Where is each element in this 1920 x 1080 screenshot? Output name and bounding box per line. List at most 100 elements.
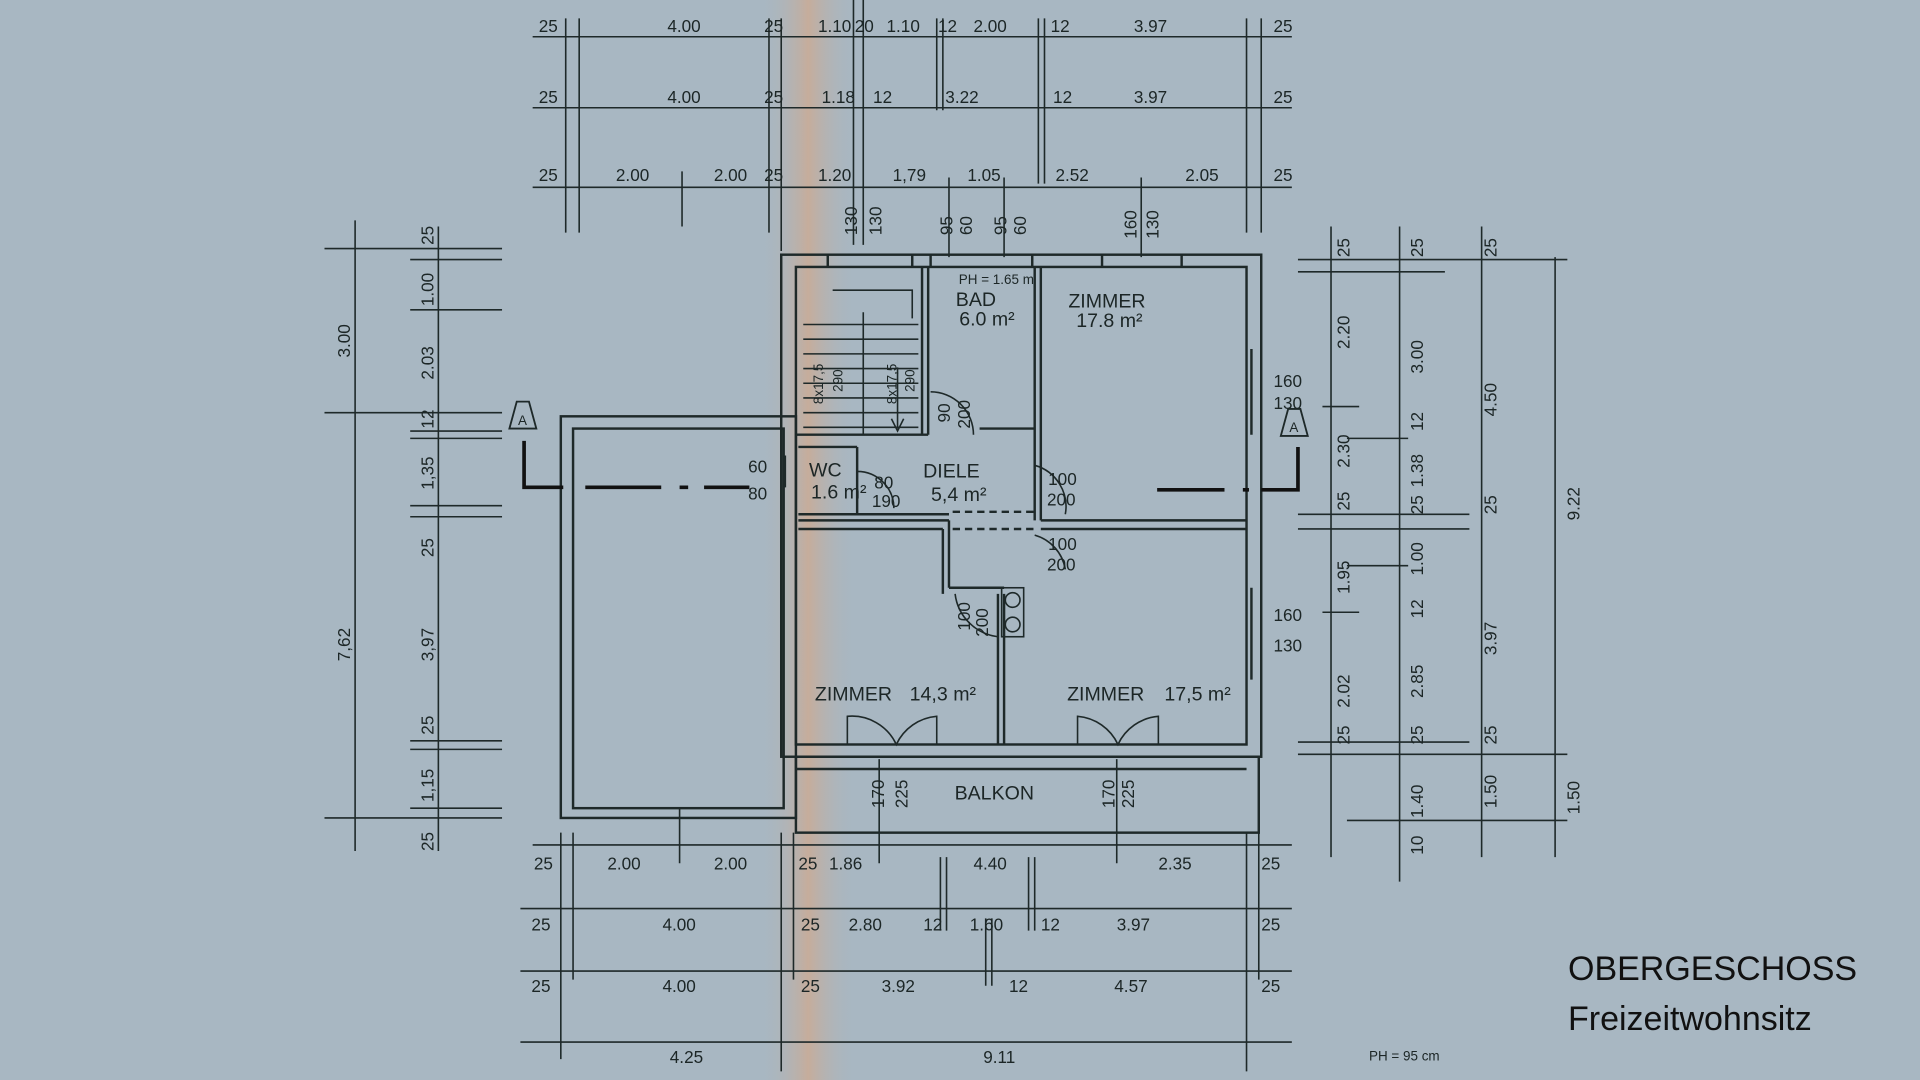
dimension-label: 3.00 <box>1407 340 1427 373</box>
dimension-label: 1.05 <box>967 165 1000 185</box>
opening-dimension-label: 225 <box>1118 780 1138 809</box>
dimension-label: 1.10 <box>887 16 920 36</box>
dimension-label: 2.85 <box>1407 665 1427 698</box>
opening-dimension-label: 90 <box>934 403 954 422</box>
opening-dimension-label: 130 <box>1273 393 1302 413</box>
dimension-label: 1.20 <box>818 165 851 185</box>
room-name: ZIMMER <box>815 683 892 705</box>
opening-dimension-label: 100 <box>1048 469 1077 489</box>
dimension-label: 25 <box>539 165 558 185</box>
dimension-label: 25 <box>1261 853 1280 873</box>
stairs <box>803 289 919 435</box>
dimension-label: 3.97 <box>1134 16 1167 36</box>
dimension-label: 9.11 <box>983 1047 1015 1067</box>
dimension-label: 1.60 <box>970 915 1003 935</box>
dimension-label: 25 <box>417 716 437 735</box>
opening-dimension-label: 170 <box>1098 780 1118 809</box>
walls <box>559 253 1263 834</box>
dimension-label: 12 <box>923 915 942 935</box>
dimension-lines <box>324 0 1568 1072</box>
opening-dimension-label: 225 <box>891 780 911 809</box>
dimension-label: 12 <box>938 16 957 36</box>
paper-stain <box>759 0 858 1080</box>
section-marker-label: A <box>1289 420 1298 435</box>
dimension-label: 2.00 <box>714 165 747 185</box>
dimension-label: 95 <box>937 216 957 235</box>
dimension-label: 2.35 <box>1158 853 1191 873</box>
dimension-label: 25 <box>531 915 550 935</box>
dimension-label: 25 <box>1273 87 1292 107</box>
dimension-label: 12 <box>1009 976 1028 996</box>
parapet-height-note: PH = 95 cm <box>1369 1048 1440 1063</box>
dimension-label: 4.00 <box>667 16 700 36</box>
dimension-label: 1.18 <box>822 87 855 107</box>
section-line <box>522 440 1300 492</box>
dimension-label: 1.50 <box>1480 775 1500 808</box>
parapet-height-note: PH = 1.65 m <box>959 272 1034 287</box>
dimension-label: 1.00 <box>417 273 437 306</box>
dimension-label: 25 <box>1480 725 1500 744</box>
dimension-label: 25 <box>539 16 558 36</box>
dimension-label: 25 <box>1480 238 1500 257</box>
dimension-label: 4.25 <box>670 1047 703 1067</box>
dimension-label: 12 <box>1407 599 1427 618</box>
dimension-label: 3.97 <box>1117 915 1150 935</box>
dimension-label: 3.92 <box>882 976 915 996</box>
dimension-label: 2.20 <box>1333 316 1353 349</box>
dimension-label: 2.80 <box>849 915 882 935</box>
room-name: BALKON <box>955 783 1034 805</box>
dimension-label: 3,97 <box>417 628 437 661</box>
dimension-label: 4.00 <box>662 976 695 996</box>
dimension-label: 1.95 <box>1333 561 1353 594</box>
dimension-label: 25 <box>801 915 820 935</box>
dimension-label: 1.38 <box>1407 454 1427 487</box>
dimension-label: 4.50 <box>1480 383 1500 416</box>
dimension-label: 1,79 <box>893 165 926 185</box>
opening-dimension-label: 290 <box>830 369 845 391</box>
opening-dimension-label: 160 <box>1273 605 1302 625</box>
dimension-label: 25 <box>801 976 820 996</box>
dimension-label: 25 <box>531 976 550 996</box>
dimension-label: 3.22 <box>945 87 978 107</box>
opening-dimension-label: 8x17,5 <box>884 364 899 404</box>
dimension-label: 3.97 <box>1480 622 1500 655</box>
plan-title-block: OBERGESCHOSS Freizeitwohnsitz <box>1568 944 1857 1044</box>
opening-dimension-label: 200 <box>954 400 974 429</box>
dimension-label: 95 <box>991 216 1011 235</box>
dimension-label: 160 <box>1120 210 1140 239</box>
room-name: ZIMMER <box>1067 683 1144 705</box>
section-marker-label: A <box>518 413 527 428</box>
dimension-label: 4.57 <box>1114 976 1147 996</box>
dimension-label: 25 <box>417 538 437 557</box>
dimension-label: 25 <box>764 87 783 107</box>
room-name: WC <box>809 459 842 481</box>
section-marker-left-icon: A <box>508 400 538 430</box>
dimension-label: 12 <box>1051 16 1070 36</box>
dimension-label: 4.40 <box>973 853 1006 873</box>
opening-dimension-label: 200 <box>972 608 992 637</box>
section-marker-right-icon: A <box>1279 408 1309 437</box>
dimension-label: 4.00 <box>667 87 700 107</box>
room-area: 6.0 m² <box>959 309 1015 331</box>
dimension-label: 12 <box>1041 915 1060 935</box>
dimension-label: 1.00 <box>1407 542 1427 575</box>
dimension-label: 1.40 <box>1407 785 1427 818</box>
dimension-label: 1.10 <box>818 16 851 36</box>
dimension-label: 60 <box>1010 216 1030 235</box>
dimension-label: 130 <box>1142 210 1162 239</box>
dimension-label: 25 <box>1261 976 1280 996</box>
dimension-label: 25 <box>1480 495 1500 514</box>
dimension-label: 12 <box>417 410 437 429</box>
dimension-label: 12 <box>1053 87 1072 107</box>
opening-dimension-label: 100 <box>1048 534 1077 554</box>
dimension-label: 9.22 <box>1564 487 1584 520</box>
dimension-label: 130 <box>866 207 886 236</box>
dimension-label: 25 <box>1407 238 1427 257</box>
dimension-label: 25 <box>417 832 437 851</box>
dimension-label: 25 <box>764 165 783 185</box>
dimension-label: 25 <box>417 226 437 245</box>
dimension-label: 2.52 <box>1056 165 1089 185</box>
doors <box>846 391 1160 747</box>
dimension-label: 1.50 <box>1564 781 1584 814</box>
